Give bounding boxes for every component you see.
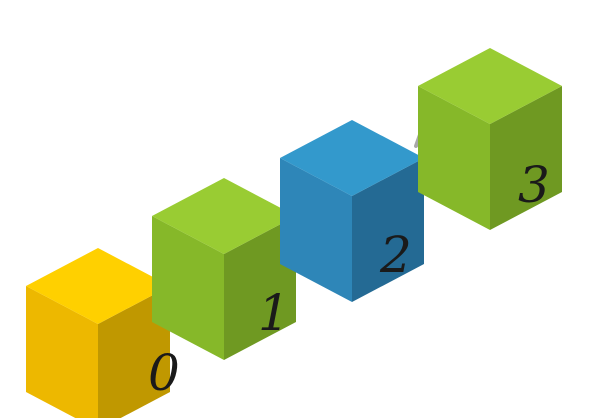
- cube-right-face: [490, 86, 562, 230]
- cube-2: [280, 120, 424, 302]
- cube-left-face: [26, 286, 98, 418]
- index-labels: 0 1 2 3: [148, 156, 550, 402]
- cube-right-face: [224, 216, 296, 360]
- index-label: 2: [379, 226, 412, 284]
- cube-3: [418, 48, 562, 230]
- cube-top-face: [152, 178, 296, 254]
- index-label: 1: [258, 284, 290, 342]
- cube-left-face: [152, 216, 224, 360]
- cube-left-face: [418, 86, 490, 230]
- cube-left-face: [280, 158, 352, 302]
- cube-top-face: [26, 248, 170, 324]
- cube-1: [152, 178, 296, 360]
- index-label: 0: [148, 344, 180, 402]
- cube-group: [26, 48, 562, 418]
- cube-right-face: [352, 158, 424, 302]
- cube-top-face: [418, 48, 562, 124]
- cube-top-face: [280, 120, 424, 196]
- index-label: 3: [518, 156, 550, 214]
